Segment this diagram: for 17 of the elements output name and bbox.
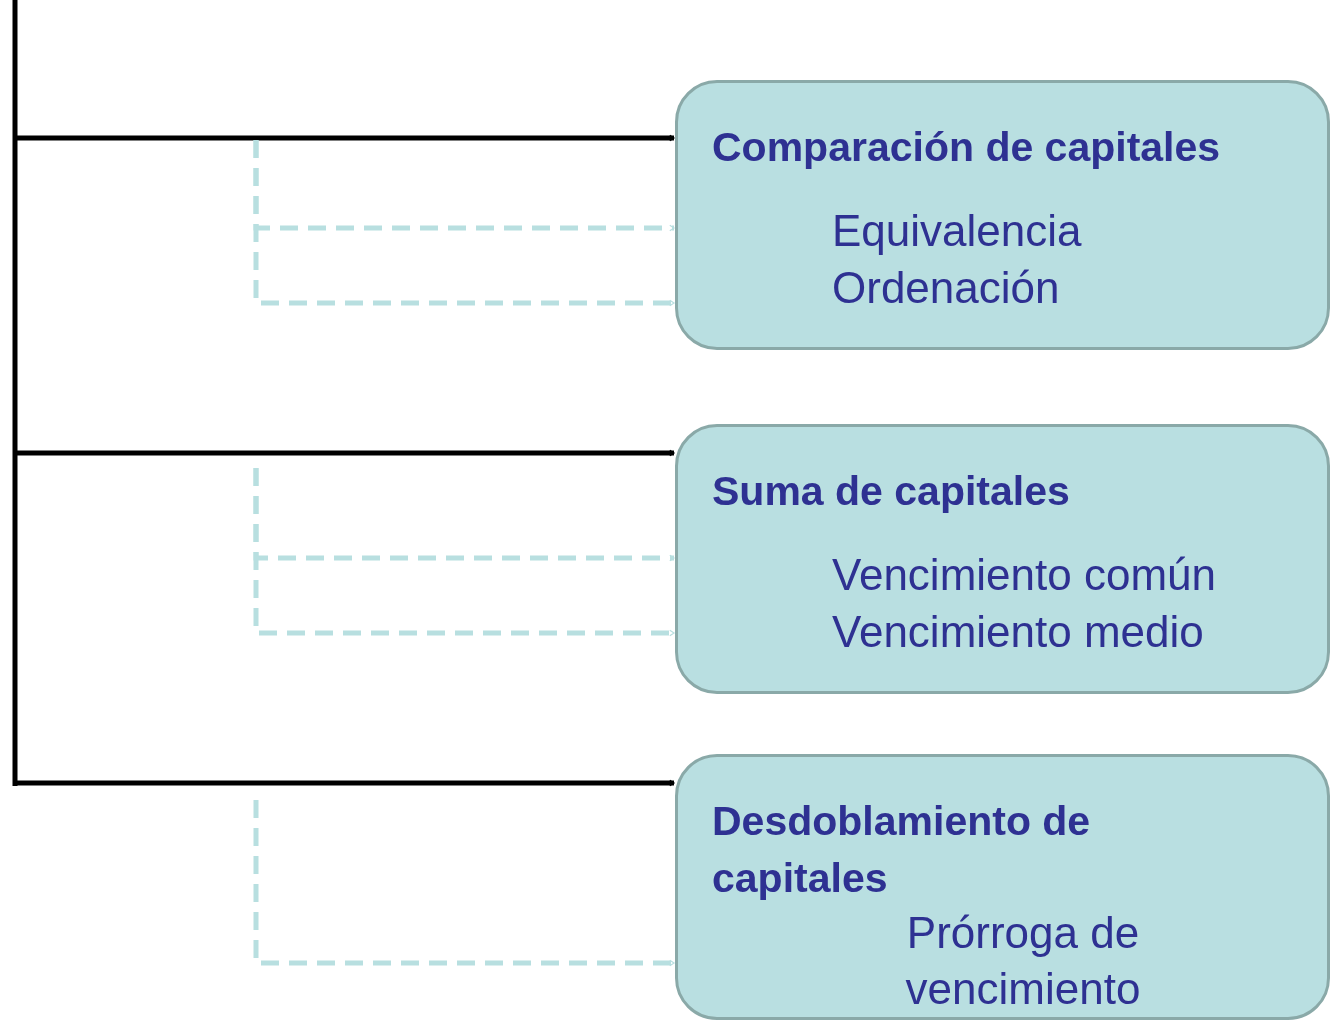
dashed-arrow <box>253 468 675 637</box>
arrow <box>17 449 675 457</box>
rounded-box <box>675 80 1330 350</box>
item-text: Prórroga de vencimiento <box>904 907 1142 1015</box>
arrow <box>17 779 675 787</box>
item-text: Vencimiento medio <box>832 606 1205 658</box>
rounded-box <box>675 424 1330 694</box>
item-text: Equivalencia <box>832 205 1083 257</box>
item-text: Ordenación <box>832 262 1061 314</box>
box-heading: Comparación de capitales <box>712 123 1222 172</box>
arrow <box>17 134 675 142</box>
dashed-arrow <box>253 140 675 307</box>
box-heading: Desdoblamiento de capitales <box>712 797 1092 903</box>
item-text: Vencimiento común <box>832 549 1217 601</box>
box-heading: Suma de capitales <box>712 467 1071 516</box>
dashed-arrow <box>253 800 675 967</box>
rounded-box <box>675 754 1330 1020</box>
